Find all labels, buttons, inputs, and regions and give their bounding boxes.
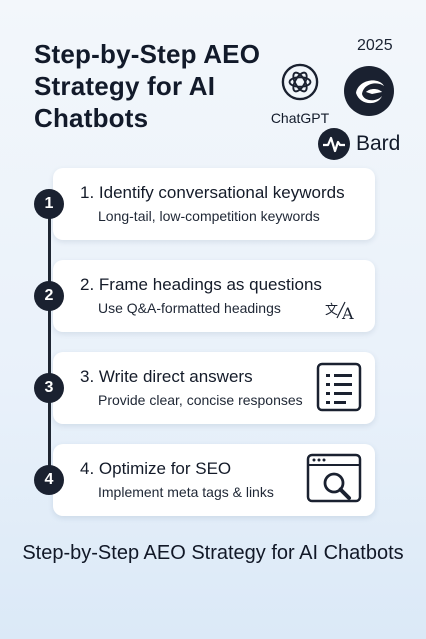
step-card-1: 1. Identify conversational keywords Long… <box>53 168 375 240</box>
year-label: 2025 <box>357 37 393 54</box>
step-card-4: 4. Optimize for SEO Implement meta tags … <box>53 444 375 516</box>
step-heading: 3. Write direct answers <box>80 367 253 386</box>
browser-search-icon <box>306 453 362 503</box>
step-description: Long-tail, low-competition keywords <box>98 208 320 224</box>
step-heading: 2. Frame headings as questions <box>80 275 322 294</box>
step-number-badge: 4 <box>34 465 64 495</box>
step-card-3: 3. Write direct answers Provide clear, c… <box>53 352 375 424</box>
step-card-2: 2. Frame headings as questions Use Q&A-f… <box>53 260 375 332</box>
gemini-swirl-icon <box>344 66 394 116</box>
chatgpt-logo: ChatGPT <box>268 63 332 126</box>
step-number-badge: 2 <box>34 281 64 311</box>
timeline-line <box>48 194 51 494</box>
bard-logo: Bard <box>318 128 400 160</box>
step-heading: 1. Identify conversational keywords <box>80 183 345 202</box>
step-number-badge: 1 <box>34 189 64 219</box>
step-description: Use Q&A-formatted headings <box>98 300 281 316</box>
bard-label: Bard <box>356 132 401 155</box>
page-title: Step-by-Step AEO Strategy for AI Chatbot… <box>34 39 261 133</box>
translate-icon: 文 A <box>325 301 354 323</box>
chatgpt-icon <box>281 63 319 101</box>
step-description: Implement meta tags & links <box>98 484 274 500</box>
bard-pulse-icon <box>318 128 350 160</box>
step-heading: 4. Optimize for SEO <box>80 459 232 478</box>
svg-text:文: 文 <box>325 303 338 318</box>
step-description: Provide clear, concise responses <box>98 392 303 408</box>
footer-title: Step-by-Step AEO Strategy for AI Chatbot… <box>22 542 404 564</box>
step-number-badge: 3 <box>34 373 64 403</box>
svg-text:A: A <box>341 304 354 323</box>
chatgpt-label: ChatGPT <box>270 110 330 126</box>
document-list-icon <box>316 362 362 412</box>
